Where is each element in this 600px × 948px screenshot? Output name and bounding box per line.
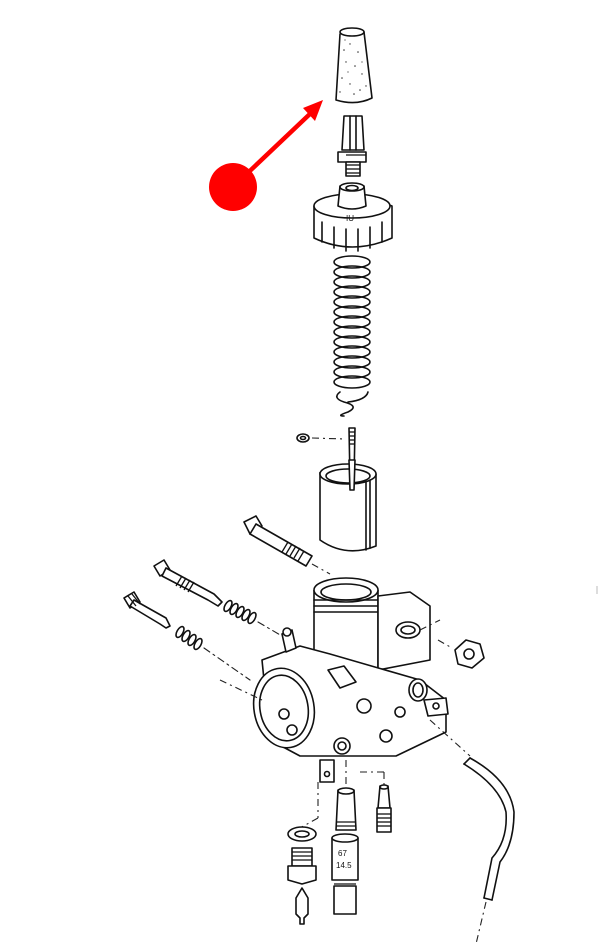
idle-spring — [223, 599, 283, 637]
carburetor-body — [219, 577, 471, 783]
main-jet-marking-top: 67 — [338, 849, 347, 858]
throttle-slide — [319, 459, 377, 552]
idle-screw — [153, 559, 223, 607]
main-jet-marking-bottom: 14.5 — [336, 861, 352, 870]
cap-marking: IU — [346, 214, 354, 223]
air-screw — [243, 515, 331, 575]
cable-adjuster — [337, 115, 367, 177]
mixing-chamber-cap: IU — [313, 182, 393, 252]
annotation-marker — [209, 100, 323, 211]
float-needle — [295, 887, 309, 925]
hex-nut — [437, 639, 485, 669]
pilot-spring — [175, 625, 251, 681]
float-valve-seat — [287, 847, 317, 885]
pilot-screw — [123, 591, 171, 629]
sealing-washer — [287, 826, 317, 842]
fuel-hose — [463, 757, 515, 945]
air-filter-element — [335, 27, 373, 104]
needle-clip-retainer — [336, 391, 369, 417]
throttle-spring — [333, 255, 371, 389]
pilot-jet — [376, 784, 392, 833]
needle-clip — [296, 433, 346, 443]
needle-jet — [335, 787, 357, 831]
main-jet: 67 14.5 — [331, 833, 359, 915]
